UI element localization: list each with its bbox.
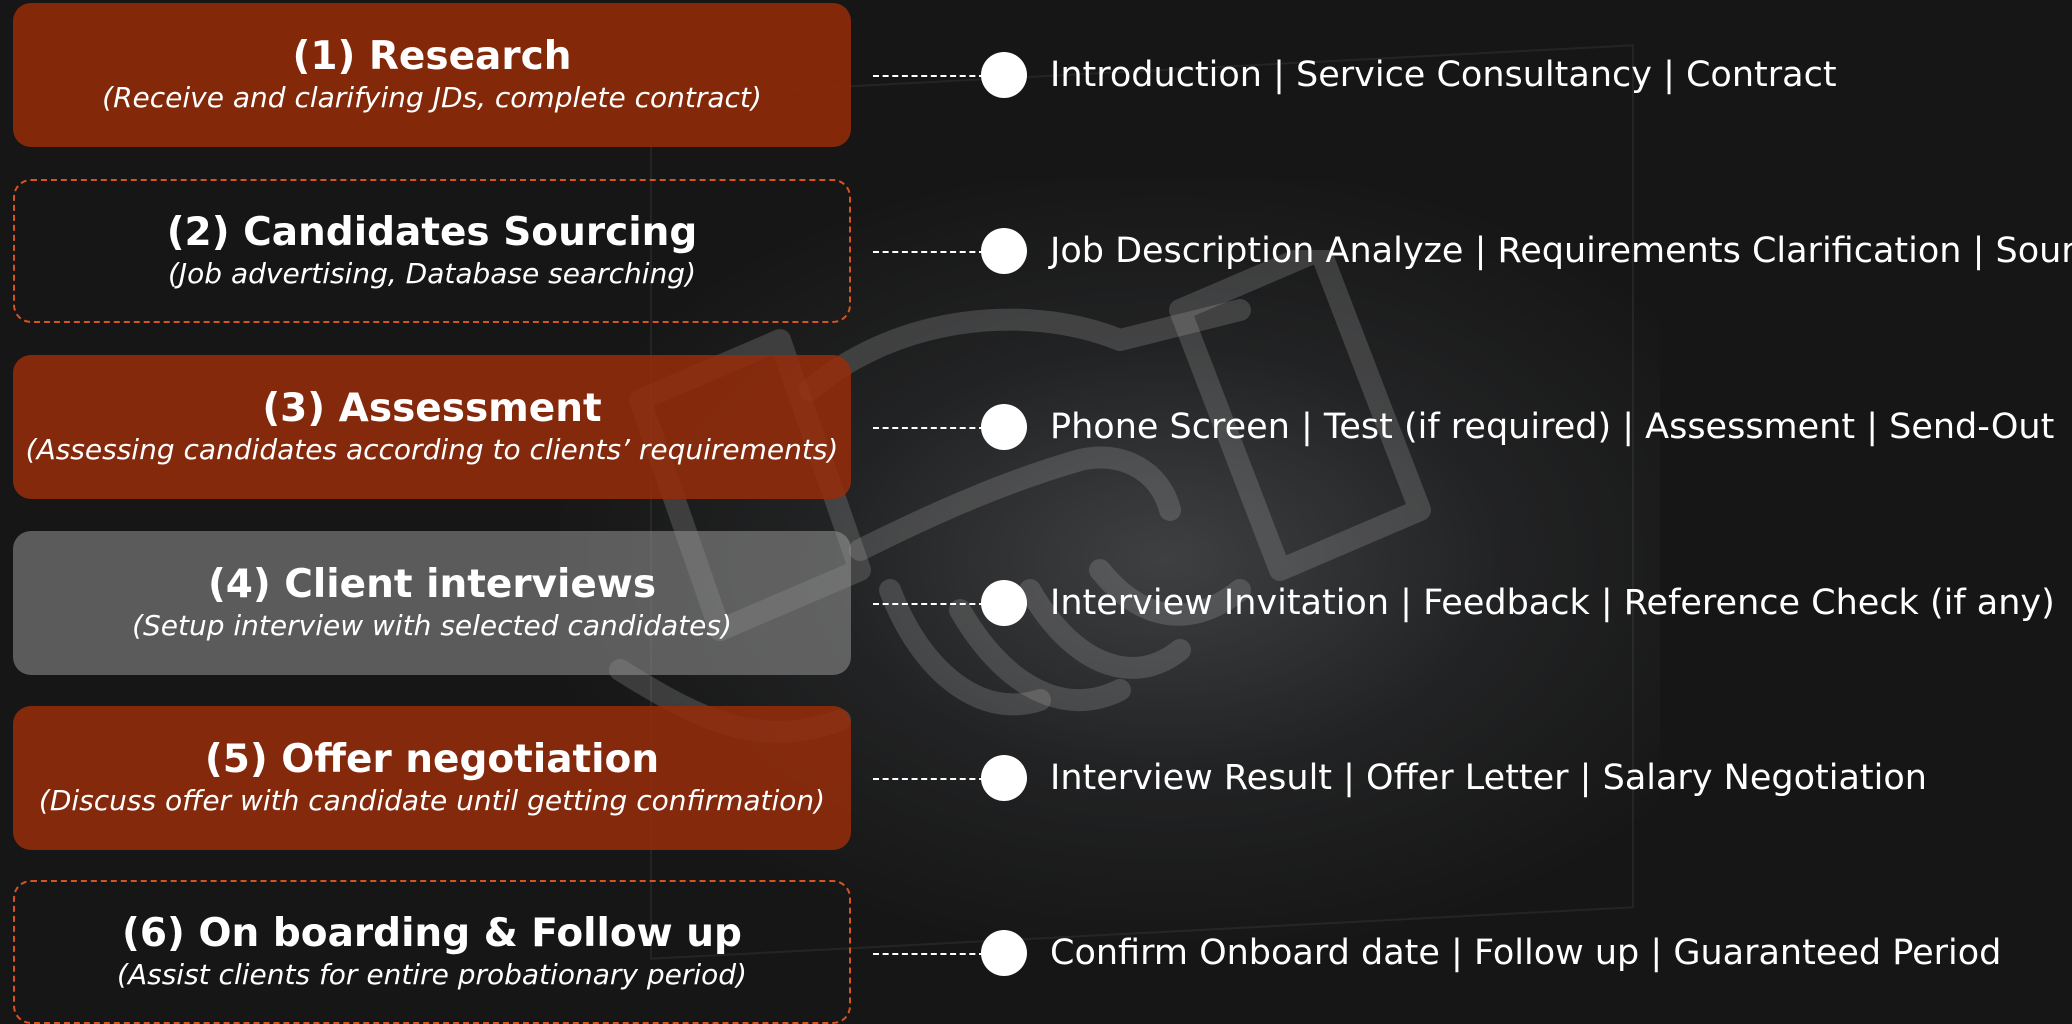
step-5-subtitle: (Discuss offer with candidate until gett… — [38, 784, 826, 817]
step-5-dot — [981, 755, 1027, 801]
step-1-box: (1) Research (Receive and clarifying JDs… — [13, 3, 851, 147]
step-3-detail: Phone Screen | Test (if required) | Asse… — [1050, 407, 2055, 447]
step-2-box: (2) Candidates Sourcing (Job advertising… — [13, 179, 851, 323]
step-4-connector — [873, 603, 985, 605]
step-6-subtitle: (Assist clients for entire probationary … — [117, 958, 747, 991]
step-3-connector — [873, 427, 985, 429]
step-3-dot — [981, 404, 1027, 450]
step-1-connector — [873, 75, 985, 77]
step-1-dot — [981, 52, 1027, 98]
step-6-connector — [873, 953, 985, 955]
step-6-title: (6) On boarding & Follow up — [122, 911, 742, 956]
step-3-box: (3) Assessment (Assessing candidates acc… — [13, 355, 851, 499]
step-4-subtitle: (Setup interview with selected candidate… — [132, 609, 732, 642]
step-3-title: (3) Assessment — [262, 386, 602, 431]
step-2-connector — [873, 251, 985, 253]
step-4-box: (4) Client interviews (Setup interview w… — [13, 531, 851, 675]
step-4-title: (4) Client interviews — [207, 562, 657, 607]
step-2-title: (2) Candidates Sourcing — [166, 210, 698, 255]
step-4-dot — [981, 580, 1027, 626]
step-3-subtitle: (Assessing candidates according to clien… — [25, 433, 839, 466]
step-1-subtitle: (Receive and clarifying JDs, complete co… — [102, 81, 762, 114]
step-5-detail: Interview Result | Offer Letter | Salary… — [1050, 758, 1927, 798]
step-6-detail: Confirm Onboard date | Follow up | Guara… — [1050, 933, 2002, 973]
step-5-connector — [873, 778, 985, 780]
step-2-detail: Job Description Analyze | Requirements C… — [1050, 231, 2072, 271]
step-5-title: (5) Offer negotiation — [204, 737, 660, 782]
step-1-detail: Introduction | Service Consultancy | Con… — [1050, 55, 1837, 95]
step-2-subtitle: (Job advertising, Database searching) — [167, 257, 697, 290]
step-2-dot — [981, 228, 1027, 274]
step-5-box: (5) Offer negotiation (Discuss offer wit… — [13, 706, 851, 850]
step-6-dot — [981, 930, 1027, 976]
step-4-detail: Interview Invitation | Feedback | Refere… — [1050, 583, 2055, 623]
step-6-box: (6) On boarding & Follow up (Assist clie… — [13, 880, 851, 1024]
step-1-title: (1) Research — [292, 34, 572, 79]
